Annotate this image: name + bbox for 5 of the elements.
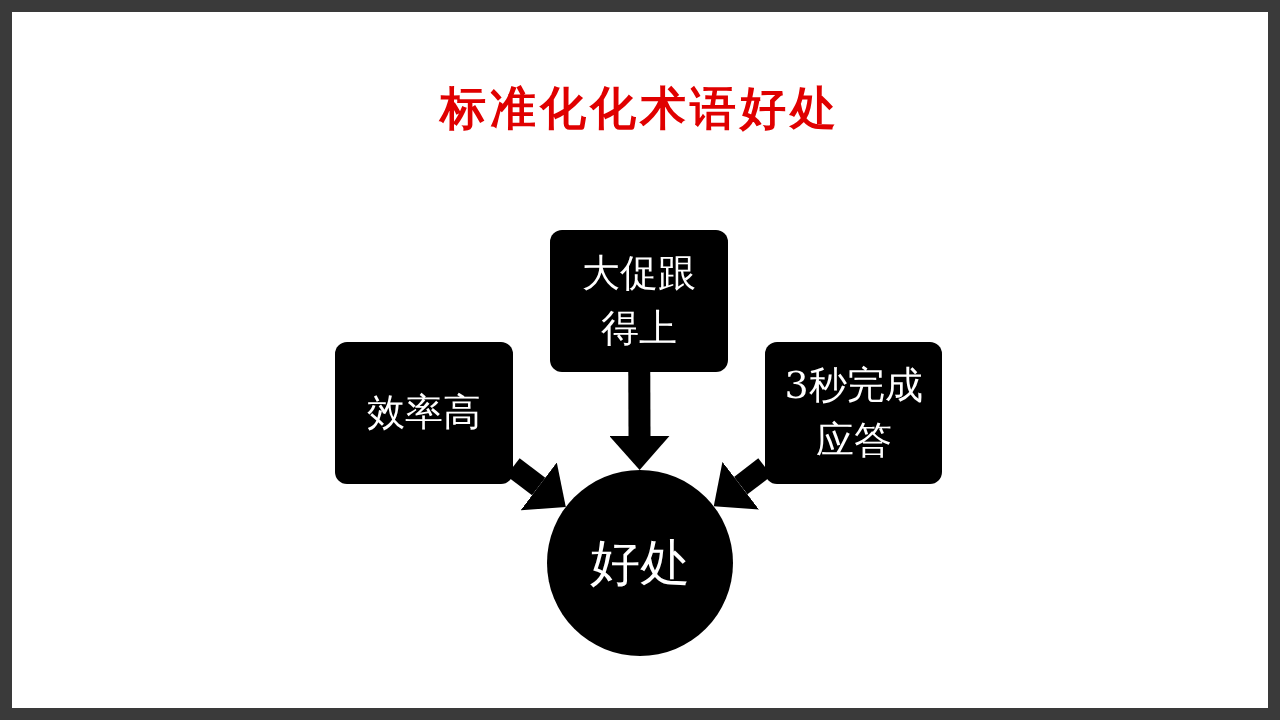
block-arrow [609,371,670,470]
rounded-box: 3秒完成应答 [765,342,942,484]
rounded-box: 大促跟得上 [550,230,728,372]
rounded-box: 效率高 [335,342,513,484]
title: 标准化化术语好处 [438,80,841,137]
